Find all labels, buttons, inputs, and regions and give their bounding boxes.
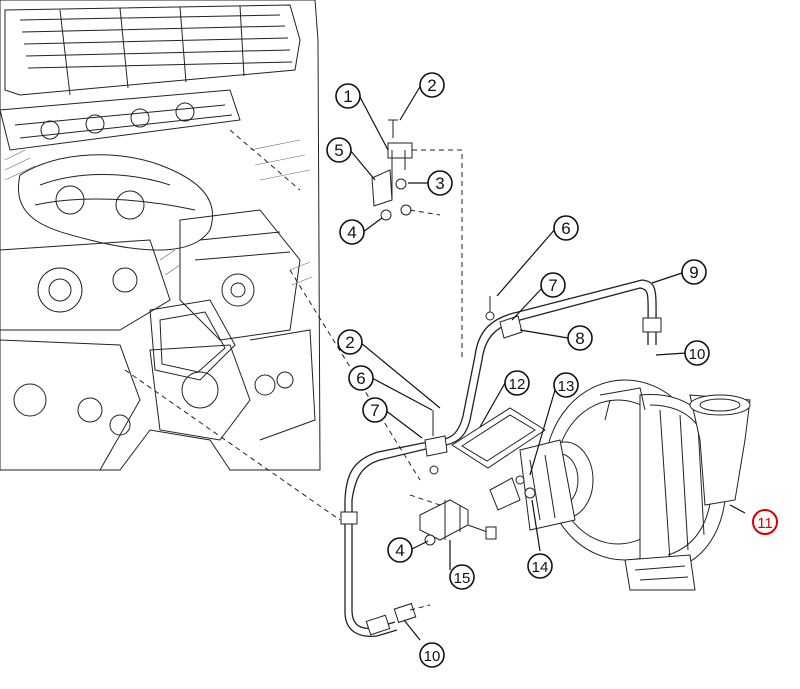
callout-number: 6 [561, 219, 570, 238]
callout-circle [553, 372, 579, 398]
upper-bracket-assembly [371, 119, 463, 360]
callout-c10a: 10 [684, 340, 710, 366]
callout-circle [348, 365, 374, 391]
callout-number: 2 [345, 333, 354, 352]
callout-circle [504, 370, 530, 396]
callout-c6a: 6 [553, 215, 579, 241]
callout-c7b: 7 [362, 397, 388, 423]
callout-c9: 9 [681, 259, 707, 285]
callout-number: 14 [532, 559, 549, 576]
callout-circle [362, 397, 388, 423]
callout-c5: 5 [326, 137, 352, 163]
callout-c11: 11 [752, 509, 778, 535]
callout-circle [326, 137, 352, 163]
oil-drain-line [344, 590, 431, 638]
callout-c7a: 7 [540, 272, 566, 298]
callout-c13: 13 [553, 372, 579, 398]
callout-c12: 12 [504, 370, 530, 396]
callout-circle [419, 72, 445, 98]
callout-circle [335, 83, 361, 109]
callout-c15: 15 [449, 564, 475, 590]
callout-number: 4 [347, 223, 356, 242]
callout-number: 12 [509, 376, 526, 393]
callout-number: 3 [435, 174, 444, 193]
callout-circle [337, 329, 363, 355]
callout-circle [567, 325, 593, 351]
callout-c14: 14 [527, 553, 553, 579]
callout-number: 8 [575, 329, 584, 348]
callout-c2b: 2 [337, 329, 363, 355]
callout-circle [419, 642, 445, 668]
callout-number: 10 [424, 648, 441, 665]
callout-c1: 1 [335, 83, 361, 109]
callout-number: 4 [395, 541, 404, 560]
callout-circle [681, 259, 707, 285]
turbocharger-illustration [489, 379, 751, 591]
callout-c10b: 10 [419, 642, 445, 668]
callout-circle [684, 340, 710, 366]
gasket-and-bracket [409, 407, 546, 546]
callout-c4a: 4 [339, 219, 365, 245]
callout-c4b: 4 [387, 537, 413, 563]
callout-number: 9 [689, 263, 698, 282]
callout-circle [449, 564, 475, 590]
callout-number: 13 [558, 378, 575, 395]
callout-c2a: 2 [419, 72, 445, 98]
callout-number: 11 [757, 515, 773, 532]
callout-number: 5 [334, 141, 343, 160]
callout-number: 6 [356, 369, 365, 388]
callout-number: 2 [427, 76, 436, 95]
engine-block-illustration [0, 0, 421, 521]
callout-number: 10 [689, 346, 706, 363]
leader-lines [349, 84, 746, 641]
callout-c8: 8 [567, 325, 593, 351]
callout-c3: 3 [427, 170, 453, 196]
oil-feed-line [340, 279, 662, 590]
callout-circle [527, 553, 553, 579]
callout-circle [553, 215, 579, 241]
callout-circle [540, 272, 566, 298]
callout-number: 15 [454, 570, 471, 587]
callout-number: 1 [343, 87, 352, 106]
callout-circle [387, 537, 413, 563]
callout-circle [339, 219, 365, 245]
callout-number: 7 [548, 276, 557, 295]
callout-circle [752, 509, 778, 535]
callout-circle [427, 170, 453, 196]
callout-c6b: 6 [348, 365, 374, 391]
callout-number: 7 [370, 401, 379, 420]
